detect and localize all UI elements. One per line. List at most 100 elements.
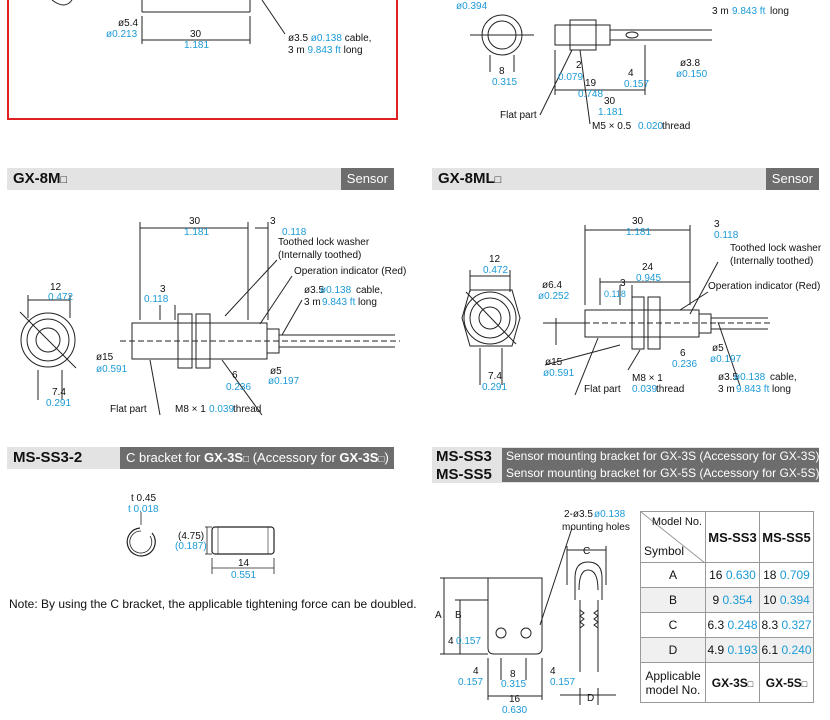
br-w16i: 0.630 (502, 705, 527, 716)
gx8m-lens: long (358, 297, 377, 308)
msss35-header: MS-SS3 MS-SS5 Sensor mounting bracket fo… (432, 447, 819, 483)
gx8m-d5i: ø0.197 (268, 376, 300, 387)
gx8ml-cable: ø3.5 (718, 372, 738, 383)
msss35-title1: MS-SS3 (436, 448, 492, 465)
tr-threadi: 0.020 (638, 121, 663, 132)
gx8ml-flat: Flat part (584, 384, 621, 395)
cb-ti: t 0.018 (128, 504, 159, 515)
footer-label: Applicable model No. (640, 662, 706, 703)
gx8m-cable: ø3.5 (304, 285, 324, 296)
br-r4: 4 (550, 666, 556, 677)
br-h4: 4 (448, 636, 454, 647)
tr-thread-s: thread (662, 121, 690, 132)
br-holesi: ø0.138 (594, 509, 626, 520)
gx8m-flat: Flat part (110, 404, 147, 415)
msss32-desc: C bracket for GX-3S□ (Accessory for GX-3… (120, 447, 394, 469)
gx8m-title: GX-8M□ (13, 170, 68, 187)
row-v1: 6.3 0.248 (705, 612, 760, 638)
msss32-header: MS-SS3-2 C bracket for GX-3S□ (Accessory… (7, 447, 394, 469)
cb-h: (4.75) (178, 531, 204, 542)
gx8ml-led: Operation indicator (Red) (708, 281, 820, 292)
gx8ml-s6: 6 (680, 348, 686, 359)
tr-c: 2 (576, 60, 582, 71)
br-b8: 8 (510, 669, 516, 680)
footer-v2: GX-5S□ (759, 662, 814, 703)
msss35-desc2: Sensor mounting bracket for GX-5S (Acces… (502, 465, 819, 482)
gx8m-leni: 9.843 ft (322, 297, 356, 308)
gx8m-d74i: 0.291 (46, 398, 71, 409)
br-h4i: 0.157 (456, 636, 481, 647)
gx8m-d15: ø15 (96, 352, 114, 363)
gx8m-w12: 12 (50, 282, 62, 293)
gx8m-threads: thread (233, 404, 261, 415)
row-v1: 4.9 0.193 (705, 637, 760, 663)
gx8ml-w12i: 0.472 (483, 265, 508, 276)
tr-thread: M5 × 0.5 (592, 121, 632, 132)
tl-l30: 30 (190, 29, 202, 40)
row-sym: A (640, 562, 706, 588)
gx8ml-l3i: 0.118 (714, 230, 739, 241)
table-row: D 4.9 0.193 6.1 0.240 (640, 637, 814, 663)
gx8m-drawing (19, 222, 400, 416)
gx8ml-d64: ø6.4 (542, 280, 562, 291)
tr-ci: 0.079 (558, 72, 583, 83)
br-b4i: 0.157 (458, 677, 483, 688)
gx8ml-d5: ø5 (712, 343, 724, 354)
tr-gi: 1.181 (598, 107, 623, 118)
tr-cable-len: 3 m (712, 6, 729, 17)
br-holes: 2-ø3.5 (564, 509, 593, 520)
gx8ml-title: GX-8ML□ (438, 170, 502, 187)
br-holes2: mounting holes (562, 522, 630, 533)
gx8ml-s3: 3 (620, 278, 626, 289)
cb-hi: (0.187) (175, 541, 207, 552)
gx8ml-s6i: 0.236 (672, 359, 697, 370)
spec-table: Model No. Symbol MS-SS3 MS-SS5 A 16 0.63… (640, 511, 814, 703)
col-msss3: MS-SS3 (705, 511, 760, 563)
row-sym: D (640, 637, 706, 663)
row-v2: 10 0.394 (759, 587, 814, 613)
gx8ml-tag: Sensor (765, 168, 819, 190)
tl-d54i: ø0.213 (106, 29, 138, 40)
gx8ml-d74: 7.4 (488, 371, 502, 382)
row-v2: 6.1 0.240 (759, 637, 814, 663)
gx8ml-washer1: Toothed lock washer (730, 243, 822, 254)
gx8ml-thread: M8 × 1 (632, 373, 663, 384)
br-C: C (583, 546, 590, 557)
gx8ml-d5i: ø0.197 (710, 354, 742, 365)
msss32-title: MS-SS3-2 (13, 449, 83, 466)
gx8ml-washer2: (Internally toothed) (730, 256, 813, 267)
gx8ml-d64i: ø0.252 (538, 291, 570, 302)
tr-ei: 0.157 (624, 79, 649, 90)
row-v2: 18 0.709 (759, 562, 814, 588)
gx8m-b3: 3 (160, 284, 166, 295)
tr-a: ø0.394 (456, 1, 488, 12)
cbracket-drawing (126, 512, 275, 574)
table-footer-row: Applicable model No. GX-3S□ GX-5S□ (640, 662, 814, 703)
gx8m-s6i: 0.236 (226, 382, 251, 393)
gx8m-cablei: ø0.138 (320, 285, 352, 296)
br-r4i: 0.157 (550, 677, 575, 688)
tl-d54: ø5.4 (118, 18, 138, 29)
gx8m-l30i: 1.181 (184, 227, 209, 238)
tr-bi: 0.315 (492, 77, 517, 88)
gx8ml-header: GX-8ML□ Sensor (432, 168, 819, 190)
table-row: A 16 0.630 18 0.709 (640, 562, 814, 588)
tr-cable-leni: 9.843 ft (732, 6, 766, 17)
cb-wi: 0.551 (231, 570, 256, 581)
col-msss5: MS-SS5 (759, 511, 814, 563)
gx8ml-cablei: ø0.138 (734, 372, 766, 383)
gx8m-w12i: 0.472 (48, 292, 73, 303)
gx8m-washer1: Toothed lock washer (278, 237, 370, 248)
gx8ml-cables: cable, (770, 372, 797, 383)
gx8m-b3i: 0.118 (144, 294, 169, 305)
gx8ml-s3i: 0.118 (604, 289, 626, 299)
row-v1: 16 0.630 (705, 562, 760, 588)
gx8ml-l3: 3 (714, 219, 720, 230)
gx8ml-lens: long (772, 384, 791, 395)
row-v2: 8.3 0.327 (759, 612, 814, 638)
row-sym: C (640, 612, 706, 638)
cb-t: t 0.45 (131, 493, 156, 504)
gx8m-l3i: 0.118 (282, 227, 307, 238)
row-v1: 9 0.354 (705, 587, 760, 613)
